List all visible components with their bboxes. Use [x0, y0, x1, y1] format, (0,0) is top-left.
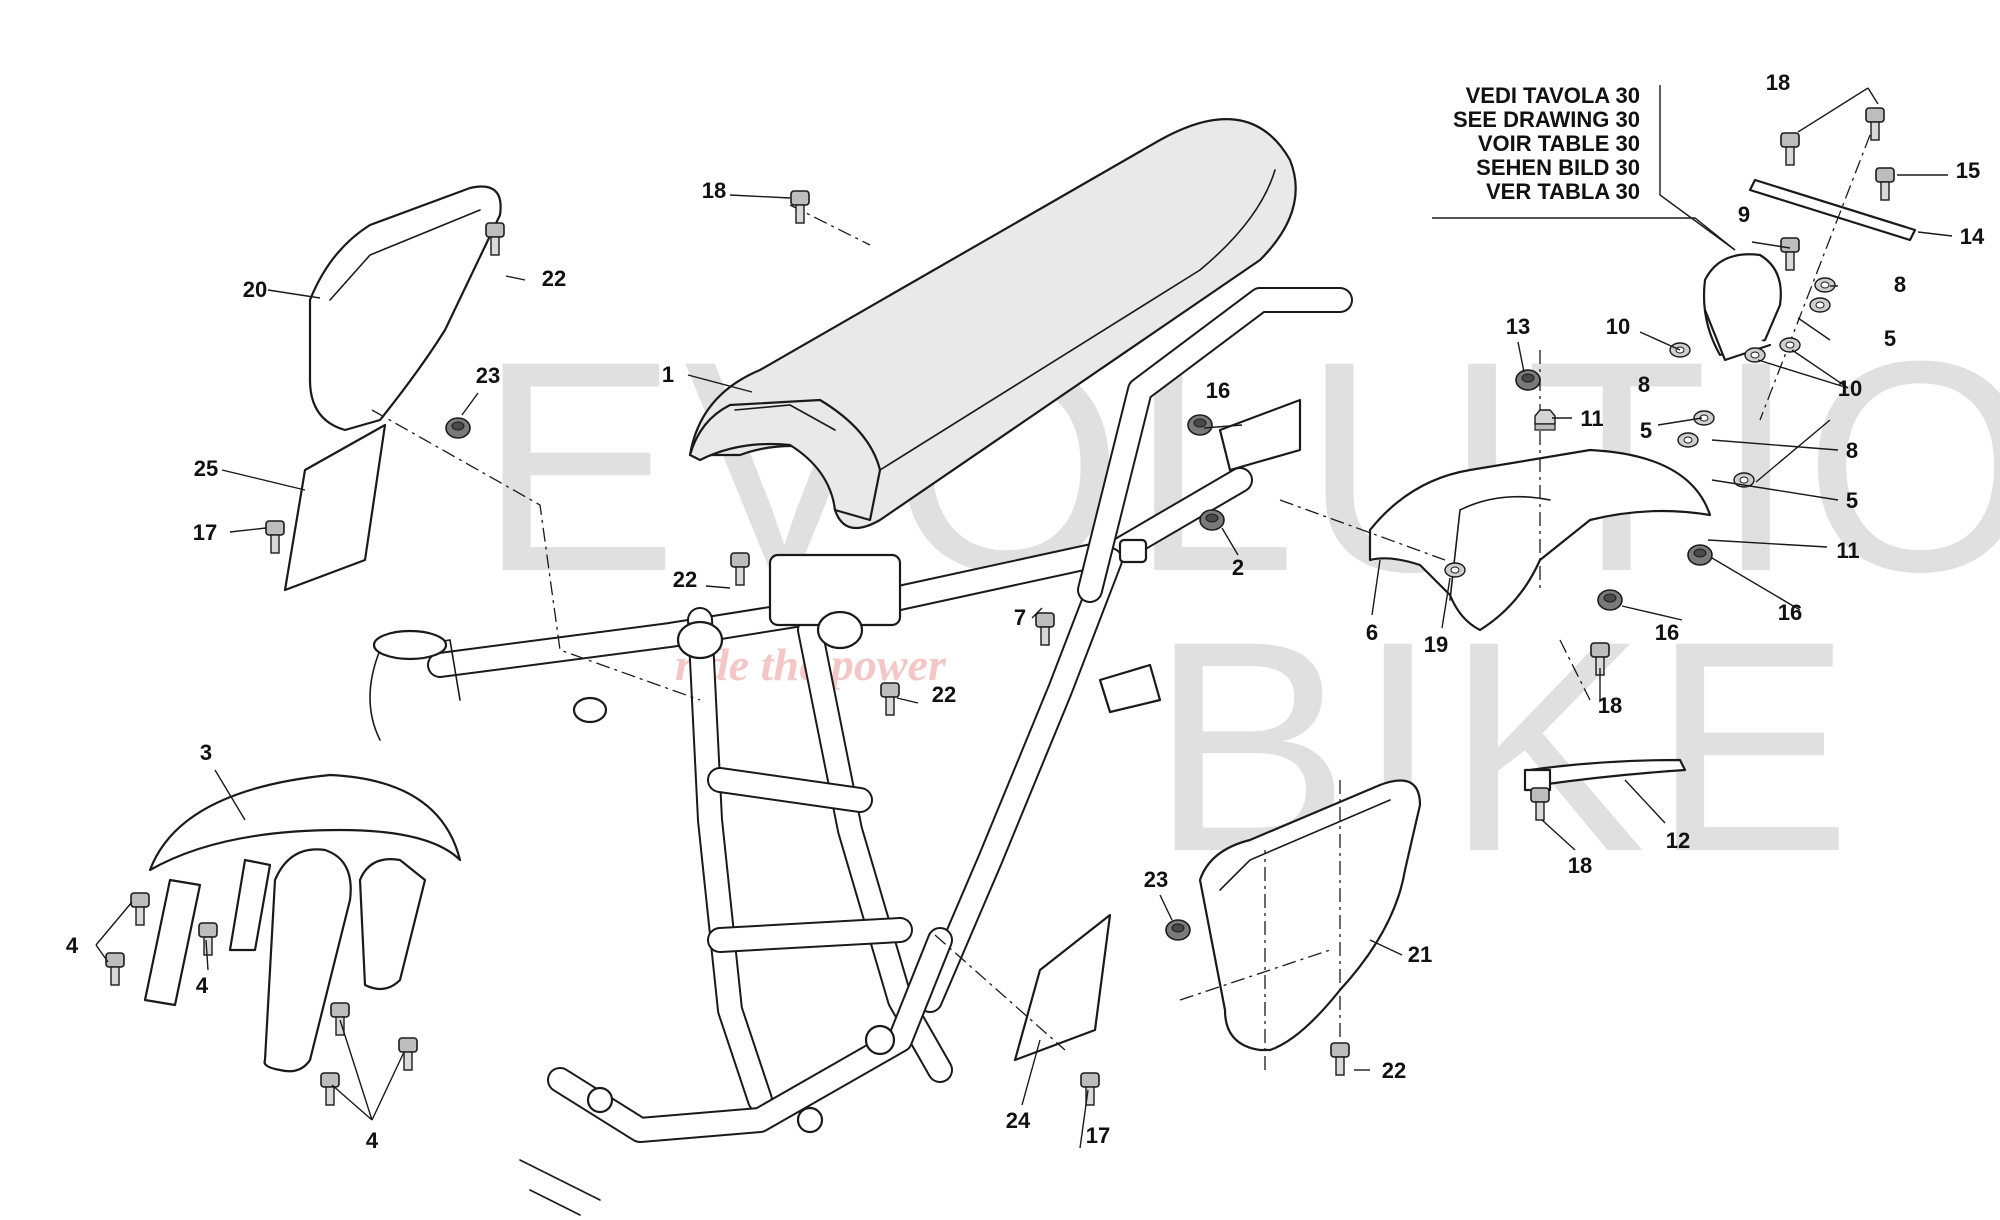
note-line-1: VEDI TAVOLA 30 — [1466, 83, 1640, 108]
nut-icon — [1534, 409, 1556, 431]
bolt-icon — [1780, 237, 1800, 271]
callout-2: 2 — [1232, 555, 1244, 580]
seat — [688, 118, 1297, 530]
callout-4b: 4 — [196, 973, 209, 998]
assembly-lines — [371, 134, 1871, 1070]
callout-25: 25 — [194, 456, 218, 481]
callout-11a: 11 — [1580, 406, 1603, 431]
callout-4a: 4 — [66, 933, 79, 958]
callout-11b: 11 — [1836, 538, 1859, 563]
washer-icon — [1744, 347, 1766, 363]
callout-1: 1 — [662, 362, 674, 387]
bolt-icon — [398, 1037, 418, 1071]
callout-5c: 5 — [1846, 488, 1858, 513]
callout-5b: 5 — [1640, 418, 1652, 443]
bolt-icon — [105, 952, 125, 986]
rubber-grommet-icon — [1687, 544, 1713, 566]
tail-light-bracket — [1702, 178, 1917, 362]
callouts: 1 2 3 4 4 4 5 5 5 6 7 8 8 8 9 10 10 11 1… — [66, 70, 1985, 1153]
callout-13: 13 — [1506, 314, 1530, 339]
callout-17a: 17 — [193, 520, 217, 545]
rubber-grommet-icon — [1199, 509, 1225, 531]
callout-15: 15 — [1956, 158, 1980, 183]
callout-19: 19 — [1424, 632, 1448, 657]
bolt-icon — [265, 520, 285, 554]
callout-17b: 17 — [1086, 1123, 1110, 1148]
callout-6: 6 — [1366, 620, 1378, 645]
callout-22a: 22 — [542, 266, 566, 291]
callout-24: 24 — [1006, 1108, 1031, 1133]
washer-icon — [1444, 562, 1466, 578]
callout-22b: 22 — [673, 567, 697, 592]
rubber-grommet-icon — [1165, 919, 1191, 941]
callout-16a: 16 — [1206, 378, 1230, 403]
callout-18d: 18 — [1568, 853, 1592, 878]
reference-note: VEDI TAVOLA 30 SEE DRAWING 30 VOIR TABLE… — [1432, 83, 1736, 251]
callout-10a: 10 — [1606, 314, 1630, 339]
bolt-icon — [880, 682, 900, 716]
rubber-grommet-icon — [1515, 369, 1541, 391]
bolt-icon — [1780, 132, 1800, 166]
callout-23b: 23 — [1144, 867, 1168, 892]
callout-8b: 8 — [1638, 372, 1650, 397]
callout-8c: 8 — [1846, 438, 1858, 463]
callout-22d: 22 — [1382, 1058, 1406, 1083]
callout-3: 3 — [200, 740, 212, 765]
callout-16b: 16 — [1655, 620, 1679, 645]
callout-18b: 18 — [1766, 70, 1790, 95]
callout-5a: 5 — [1884, 326, 1896, 351]
callout-8a: 8 — [1894, 272, 1906, 297]
note-line-2: SEE DRAWING 30 — [1453, 107, 1640, 132]
rubber-grommet-icon — [445, 417, 471, 439]
note-line-5: VER TABLA 30 — [1486, 179, 1640, 204]
leader-lines — [95, 87, 1953, 1149]
callout-20: 20 — [243, 277, 267, 302]
bolt-icon — [1865, 107, 1885, 141]
callout-14: 14 — [1960, 224, 1985, 249]
washer-icon — [1814, 277, 1836, 293]
front-fender — [143, 773, 462, 1073]
callout-16c: 16 — [1778, 600, 1802, 625]
washer-icon — [1779, 337, 1801, 353]
callout-9: 9 — [1738, 202, 1750, 227]
washer-icon — [1677, 432, 1699, 448]
callout-18c: 18 — [1598, 693, 1622, 718]
bolt-icon — [130, 892, 150, 926]
right-side-panel — [1013, 779, 1422, 1062]
callout-23a: 23 — [476, 363, 500, 388]
callout-21: 21 — [1408, 942, 1432, 967]
note-line-4: SEHEN BILD 30 — [1476, 155, 1640, 180]
bolt-icon — [330, 1002, 350, 1036]
callout-7: 7 — [1014, 605, 1026, 630]
frame — [369, 287, 1353, 1216]
callout-22c: 22 — [932, 682, 956, 707]
callout-4c: 4 — [366, 1128, 379, 1153]
bolt-icon — [198, 922, 218, 956]
rubber-grommet-icon — [1187, 414, 1213, 436]
callout-18a: 18 — [702, 178, 726, 203]
washer-icon — [1693, 410, 1715, 426]
note-line-3: VOIR TABLE 30 — [1478, 131, 1640, 156]
rubber-grommet-icon — [1597, 589, 1623, 611]
washer-icon — [1809, 297, 1831, 313]
left-side-panel — [283, 185, 502, 592]
bolt-icon — [1330, 1042, 1350, 1076]
bolt-icon — [1875, 167, 1895, 201]
bolt-icon — [1080, 1072, 1100, 1106]
callout-10b: 10 — [1838, 376, 1862, 401]
callout-12: 12 — [1666, 828, 1690, 853]
